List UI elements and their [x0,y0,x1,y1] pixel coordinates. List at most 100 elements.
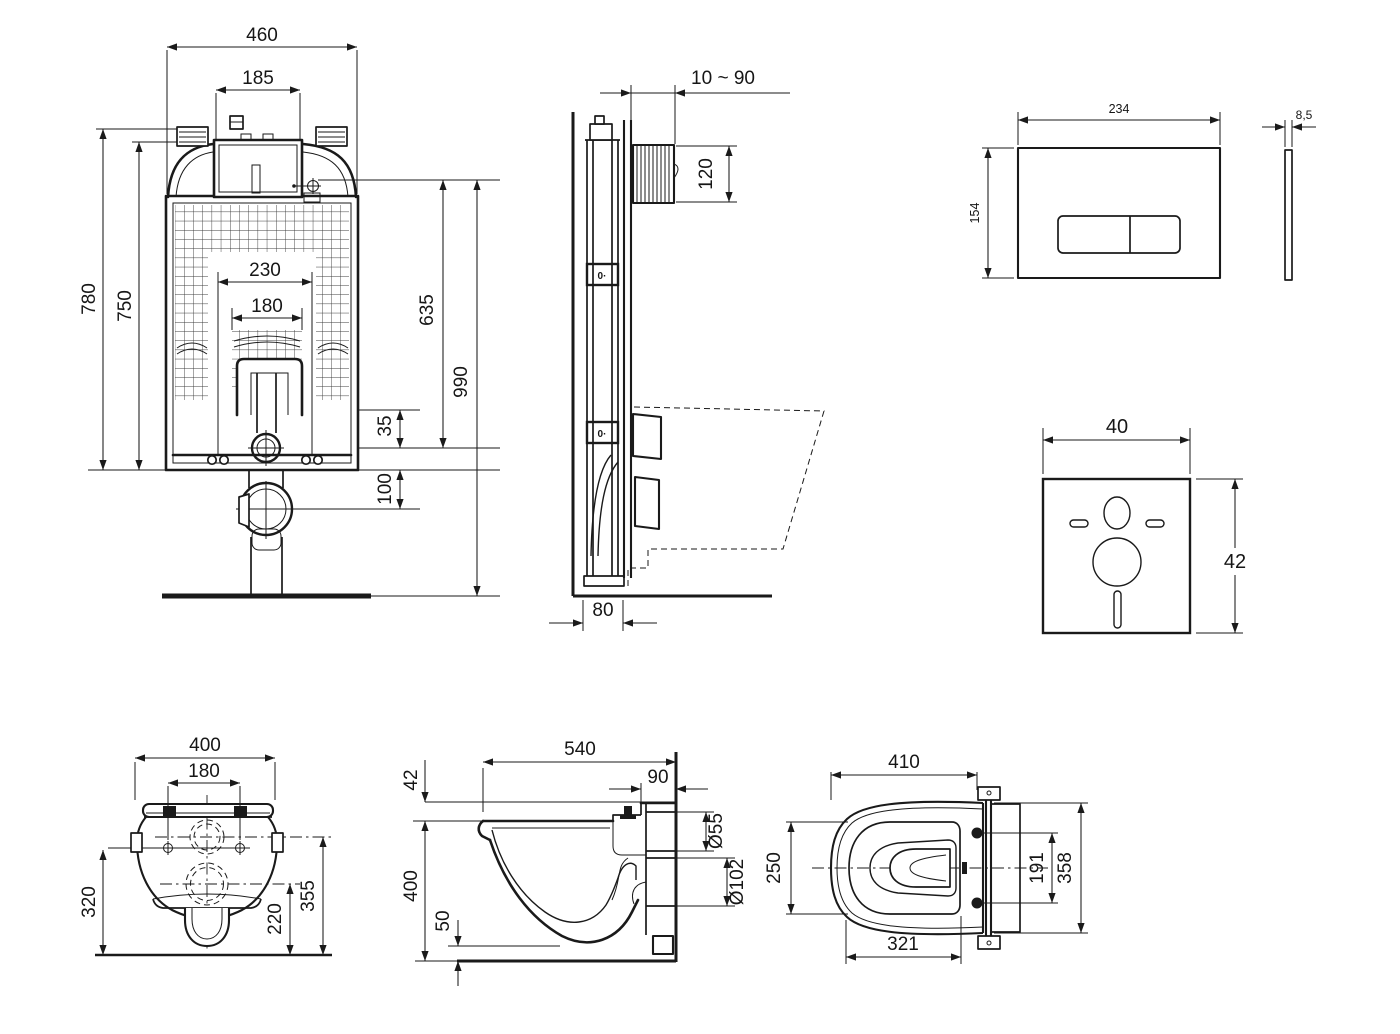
side-tab-left [130,832,143,853]
dim-conduit-height: 120 [676,145,737,203]
fixing-bolt-left [161,841,175,855]
dim-label-460: 460 [246,25,278,46]
mesh-right-column [316,252,349,400]
dim-fixing-height: 320 [79,850,107,955]
dim-label-50: 50 [433,910,454,931]
dim-label-410: 410 [888,752,920,773]
dim-tank-height: 750 [115,142,143,470]
dim-plate-thickness: 8,5 [1262,108,1316,147]
dim-overall-width: 460 [166,25,358,194]
side-tab-right [271,832,284,853]
dim-label-180r: 180 [188,761,220,782]
dim-label-220: 220 [265,903,286,935]
dim-label-40: 40 [1106,416,1128,438]
seat-hinge-left [163,806,176,817]
fixing-bolt-right [233,841,247,855]
view-bowl-top: 410 250 191 358 321 [764,752,1088,964]
dim-label-540: 540 [564,739,596,760]
bowl-inner-surface [491,829,637,923]
dim-plate-width: 234 [1017,102,1221,145]
lower-support [651,934,675,956]
dim-label-230: 230 [249,260,281,281]
dim-seat-width: 250 [764,821,848,915]
dim-top-depth: 410 [830,752,978,800]
pad-center-hole [1092,537,1142,587]
plate-tab-top [977,786,1001,801]
dim-label-321: 321 [887,934,919,955]
dim-overall-width-top: 358 [994,802,1088,934]
pad-slot-left [1069,519,1089,528]
dim-bowl-width: 400 [134,735,276,800]
dim-clearance: 50 [433,910,462,986]
mesh-left-column [175,252,208,400]
dim-label-990: 990 [451,366,472,398]
flush-plate-profile [1284,149,1293,281]
dim-label-320: 320 [79,886,100,918]
dim-wall-range: 10 ~ 90 [600,68,790,144]
dome-left [166,142,215,199]
flush-conduit [631,143,679,205]
flush-buttons [1057,215,1181,254]
mesh-band [175,205,349,252]
dim-rear-depth: 90 [609,767,708,803]
seat-clip [962,862,967,874]
mounting-plate [991,803,1021,933]
pad-slot-right [1145,519,1165,528]
dim-seat-depth: 321 [845,916,962,964]
fixing-screw [624,806,632,817]
dim-label-250: 250 [764,852,785,884]
dim-chase-width: 180 [231,296,303,330]
tank-cap [589,123,613,141]
bracket-lower [633,475,661,531]
dim-outlet-diameter: Ø102 [676,857,748,907]
lid-outer-outline [829,800,984,936]
sound-pad-outline [1041,477,1192,635]
dome-right [301,142,358,199]
bolt-top [971,827,983,839]
view-flush-plate: 234 154 8,5 [968,102,1316,281]
dim-label-100: 100 [375,473,396,505]
view-cistern-frame-side: 0· 0· 10 ~ 90 [549,68,825,631]
dim-label-154: 154 [968,203,982,224]
dim-label-180: 180 [251,296,283,317]
frame-foot [583,575,625,587]
dim-bowl-height: 400 [401,821,429,961]
dim-label-400r: 400 [189,735,221,756]
view-bowl-rear: 400 180 320 355 220 [79,735,332,957]
dim-outlet-drop: 100 [375,470,404,509]
dim-label-o102: Ø102 [727,859,748,905]
bowl-outer-shell [488,838,640,944]
access-cover [212,138,304,199]
dim-label-10-90: 10 ~ 90 [691,68,755,89]
drain-well [889,848,951,888]
dim-label-635: 635 [417,294,438,326]
bowl-dashed-outline [627,406,825,590]
dim-tank-cover-width: 185 [215,68,301,139]
cover-slot [251,164,261,194]
pad-bottom-slot [1113,590,1122,629]
outlet-elbow [236,470,296,594]
dim-label-35: 35 [375,415,396,436]
view-sound-pad: 40 42 [1041,416,1246,635]
dim-rim-drop: 42 [401,760,429,802]
dim-outlet-height: 220 [265,884,294,955]
dim-plate-height: 154 [968,147,1014,279]
dim-drain-offset: 35 [375,410,404,448]
bolt-bottom [971,897,983,909]
dim-flush-pipe-height: 635 [417,180,447,448]
seat-ring [848,821,961,915]
dim-label-191: 191 [1027,852,1048,884]
seat-lid-edge [141,802,275,819]
dim-label-185: 185 [242,68,274,89]
dim-label-358: 358 [1055,852,1076,884]
dim-bolt-spacing-rear: 180 [167,761,241,840]
frame-marking-upper: 0· [585,262,620,287]
frame-marking-lower: 0· [585,420,620,445]
dim-label-o55: Ø55 [706,813,727,849]
pad-top-hole [1103,496,1131,530]
dim-inlet-diameter: Ø55 [676,811,727,852]
bowl-front-lip [477,819,492,842]
dim-pad-width: 40 [1042,416,1191,474]
dim-label-42: 42 [1224,551,1246,573]
